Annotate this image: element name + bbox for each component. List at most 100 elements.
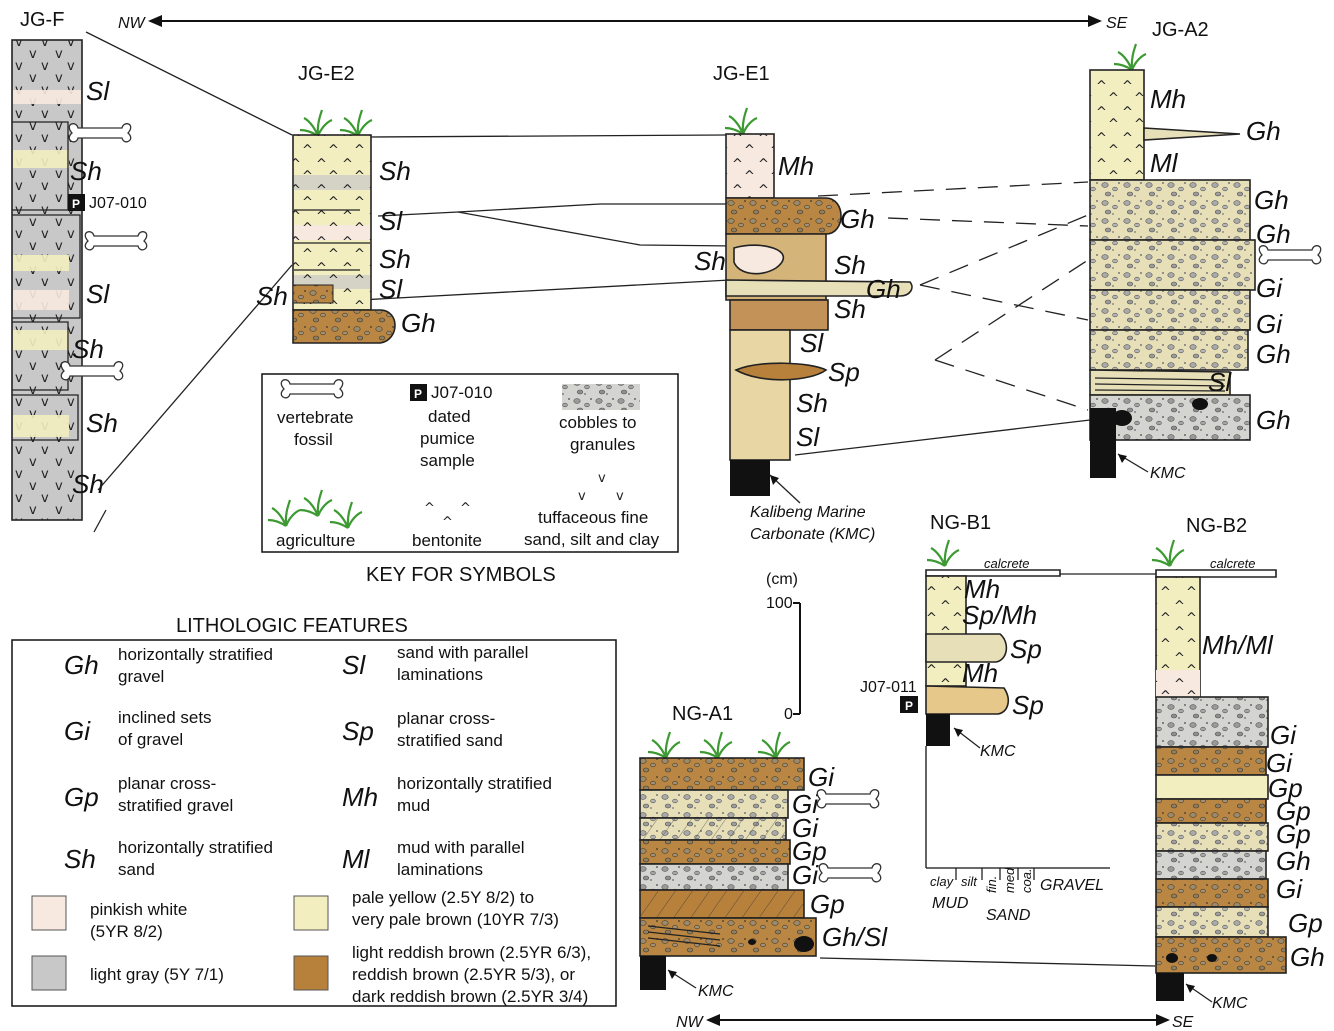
svg-text:of gravel: of gravel xyxy=(118,730,183,749)
jgf-facies-1: Sl xyxy=(86,76,110,106)
svg-text:^: ^ xyxy=(460,501,471,516)
jga2-facies-3: Ml xyxy=(1150,148,1179,178)
svg-text:100: 100 xyxy=(766,595,793,612)
svg-text:tuffaceous fine: tuffaceous fine xyxy=(538,508,648,527)
scale-bar: (cm) 100 0 xyxy=(766,571,801,723)
nga1-facies-7: Gh/Sl xyxy=(822,922,888,952)
jge2-facies-6: Gh xyxy=(401,308,436,338)
section-ng-b1: NG-B1 calcrete Mh Sp/Mh Sp Mh Sp J07-011… xyxy=(860,512,1110,924)
jge1-facies-6: Sh xyxy=(834,294,866,324)
svg-text:mud: mud xyxy=(397,796,430,815)
nga1-facies-4: Gp xyxy=(792,836,827,866)
ngb1-title: NG-B1 xyxy=(930,512,991,534)
svg-text:clay: clay xyxy=(930,874,955,889)
jga2-facies-7: Gi xyxy=(1256,309,1283,339)
svg-text:Sl: Sl xyxy=(342,650,366,680)
svg-text:granules: granules xyxy=(570,435,635,454)
section-jg-a2: JG-A2 Mh Gh Ml Gh Gh Gi Gi Gh Sl Gh KMC xyxy=(1089,19,1322,482)
jge1-facies-3: Sh xyxy=(694,246,726,276)
svg-text:Ml: Ml xyxy=(342,844,371,874)
tuff-icon: v xyxy=(598,471,606,486)
ngb2-facies-1: Mh/Ml xyxy=(1202,630,1274,660)
svg-text:planar cross-: planar cross- xyxy=(397,709,495,728)
kmc-block xyxy=(730,460,770,496)
key-for-symbols: vertebrate fossil P J07-010 dated pumice… xyxy=(261,373,679,586)
svg-text:sample: sample xyxy=(420,451,475,470)
ngb1-facies-3: Sp xyxy=(1010,634,1042,664)
swatch-light-gray xyxy=(31,955,67,991)
svg-text:gravel: gravel xyxy=(118,667,164,686)
svg-text:0: 0 xyxy=(784,706,793,723)
nga1-kmc: KMC xyxy=(698,983,734,1000)
ngb2-facies-9: Gp xyxy=(1288,908,1323,938)
kmc-block xyxy=(640,956,666,990)
svg-text:Gp: Gp xyxy=(64,782,99,812)
ngb1-facies-1: Mh xyxy=(964,574,1000,604)
bentonite-icon: ^ xyxy=(424,501,435,516)
svg-text:P: P xyxy=(72,197,80,211)
svg-text:sand: sand xyxy=(118,860,155,879)
svg-text:agriculture: agriculture xyxy=(276,531,355,550)
svg-text:fossil: fossil xyxy=(294,430,333,449)
nga1-facies-2: Gi xyxy=(792,789,819,819)
ngb2-facies-3: Gi xyxy=(1266,748,1293,778)
jge2-facies-5: Sh xyxy=(256,281,288,311)
jgf-facies-2: Sh xyxy=(70,156,102,186)
svg-text:light reddish brown (2.5YR 6/3: light reddish brown (2.5YR 6/3), xyxy=(352,943,591,962)
svg-text:coa.: coa. xyxy=(1019,868,1034,893)
ngb2-facies-6: Gp xyxy=(1276,819,1311,849)
svg-text:pumice: pumice xyxy=(420,429,475,448)
jgf-facies-5: Sh xyxy=(86,408,118,438)
svg-text:Gh: Gh xyxy=(64,650,99,680)
svg-text:sand, silt and clay: sand, silt and clay xyxy=(524,530,660,549)
section-jg-e2: JG-E2 Sh Sl Sh Sl Sh Gh xyxy=(256,63,436,344)
svg-text:GRAVEL: GRAVEL xyxy=(1040,877,1104,894)
ngb1-calcrete: calcrete xyxy=(984,556,1030,571)
cobbles-icon xyxy=(562,384,640,410)
svg-text:v: v xyxy=(616,489,624,504)
nw-label-bottom: NW xyxy=(676,1014,705,1031)
litho-title: LITHOLOGIC FEATURES xyxy=(176,615,408,637)
svg-text:very pale brown (10YR 7/3): very pale brown (10YR 7/3) xyxy=(352,910,559,929)
kmc-label-line1: Kalibeng Marine xyxy=(750,504,866,521)
ngb2-facies-2: Gi xyxy=(1270,720,1297,750)
svg-text:horizontally stratified: horizontally stratified xyxy=(397,774,552,793)
section-ng-a1: NG-A1 Gi Gi Gi Gp Gi Gp Gh/Sl KMC xyxy=(639,703,888,1000)
ngb2-facies-10: Gh xyxy=(1290,942,1325,972)
jge1-facies-5: Gh xyxy=(866,274,901,304)
ngb2-calcrete: calcrete xyxy=(1210,556,1256,571)
se-label-top: SE xyxy=(1106,15,1128,32)
jge2-title: JG-E2 xyxy=(298,63,355,85)
se-label-bottom: SE xyxy=(1172,1014,1194,1031)
svg-text:planar cross-: planar cross- xyxy=(118,774,216,793)
ngb2-facies-4: Gp xyxy=(1268,773,1303,803)
jga2-facies-6: Gi xyxy=(1256,273,1283,303)
ngb1-sample-id: J07-011 xyxy=(860,679,917,696)
jga2-facies-8: Gh xyxy=(1256,339,1291,369)
kmc-block xyxy=(1156,973,1184,1001)
jgf-facies-3: Sl xyxy=(86,279,110,309)
lithologic-features: LITHOLOGIC FEATURES Gh horizontally stra… xyxy=(11,615,617,1007)
jga2-facies-2: Gh xyxy=(1246,116,1281,146)
jge1-facies-10: Sl xyxy=(796,422,820,452)
svg-text:P: P xyxy=(414,387,422,401)
kmc-label-line2: Carbonate (KMC) xyxy=(750,526,875,543)
svg-text:^: ^ xyxy=(442,515,453,530)
pumice-sample-icon xyxy=(68,194,85,211)
svg-text:stratified gravel: stratified gravel xyxy=(118,796,233,815)
jga2-kmc: KMC xyxy=(1150,465,1186,482)
svg-text:mud with parallel: mud with parallel xyxy=(397,838,525,857)
svg-text:vertebrate: vertebrate xyxy=(277,408,354,427)
ngb1-facies-2: Sp/Mh xyxy=(962,600,1037,630)
svg-text:sand with parallel: sand with parallel xyxy=(397,643,528,662)
nw-label-top: NW xyxy=(118,15,147,32)
kmc-block xyxy=(1090,408,1116,478)
pumice-sample-icon xyxy=(900,696,918,713)
swatch-pinkish-white xyxy=(31,895,67,931)
ngb2-facies-7: Gh xyxy=(1276,846,1311,876)
ngb2-facies-8: Gi xyxy=(1276,874,1303,904)
svg-text:light gray (5Y 7/1): light gray (5Y 7/1) xyxy=(90,965,224,984)
nga1-facies-1: Gi xyxy=(808,762,835,792)
svg-text:Sh: Sh xyxy=(64,844,96,874)
svg-text:med: med xyxy=(1002,867,1017,893)
